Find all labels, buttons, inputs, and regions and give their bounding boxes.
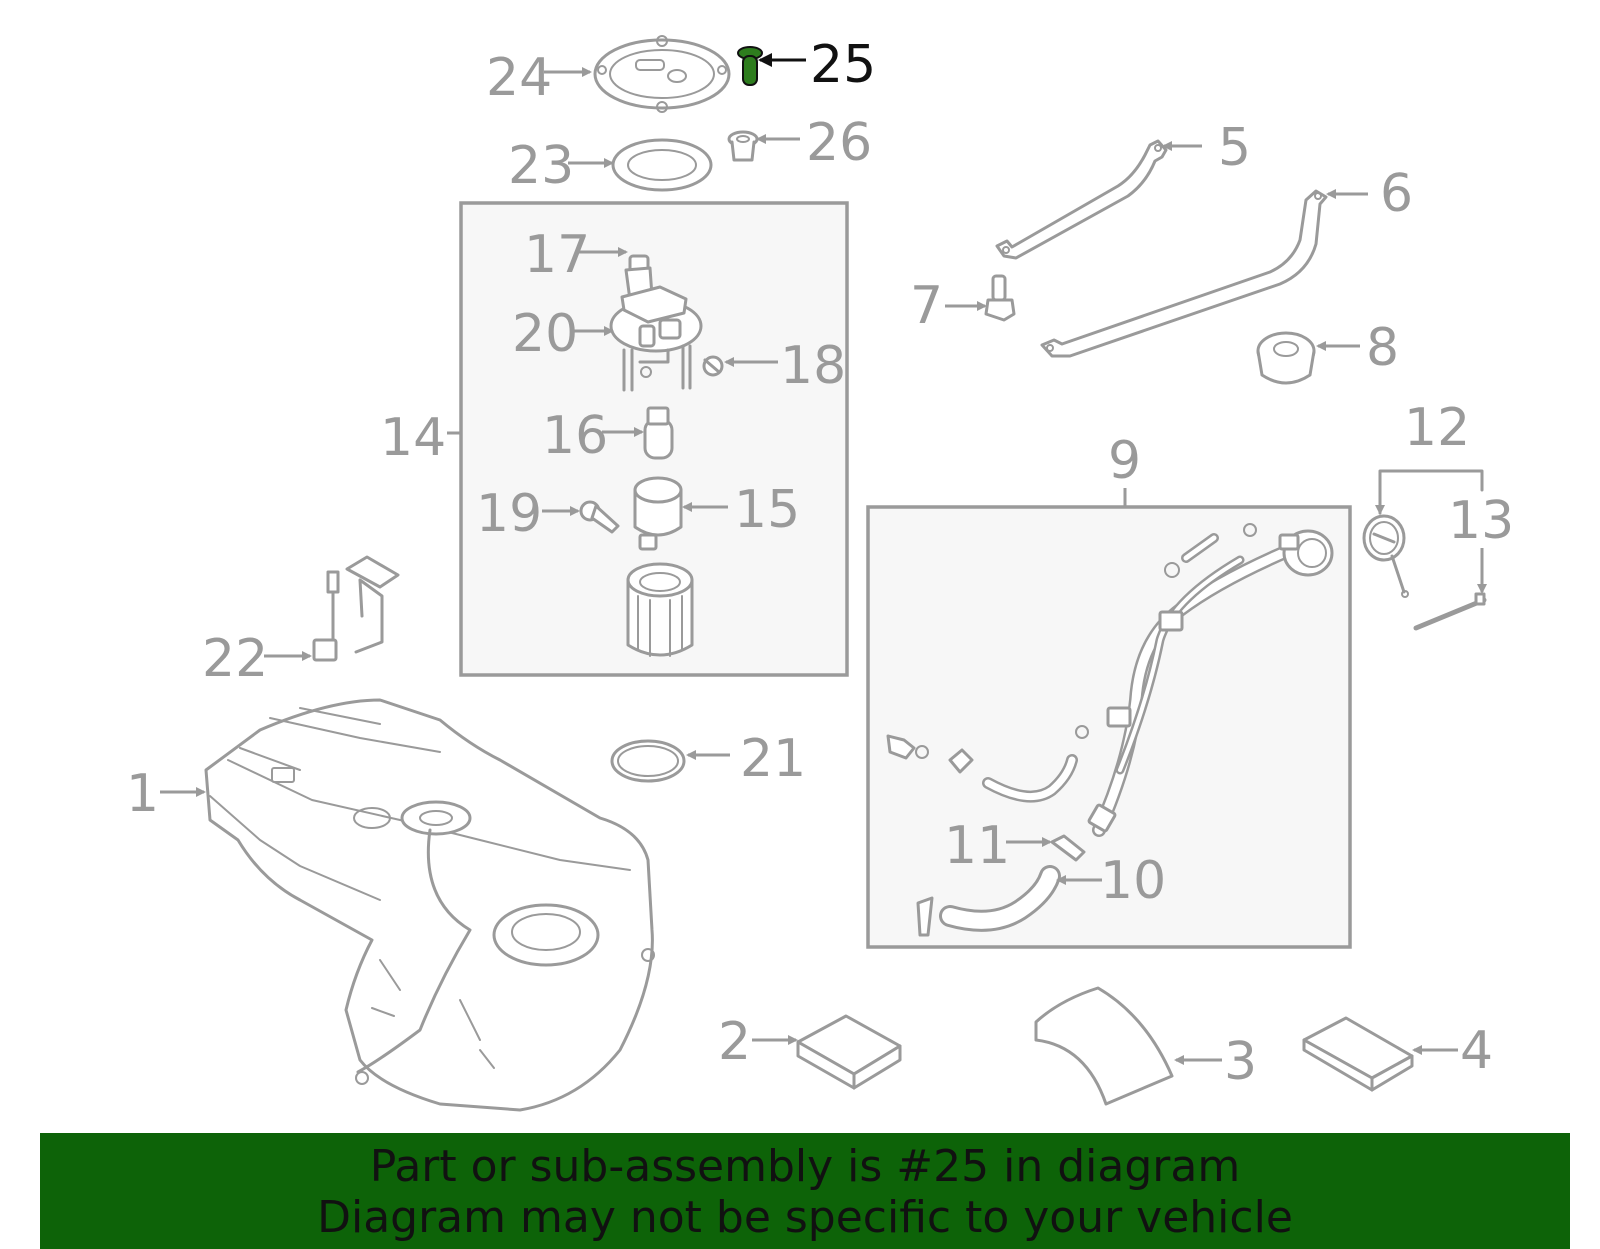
- callout-7: 7: [910, 276, 943, 336]
- callout-24: 24: [486, 48, 552, 108]
- callout-6: 6: [1380, 164, 1413, 224]
- part-7-bolt: [984, 274, 1016, 322]
- vent-hose-lower: [886, 734, 1078, 803]
- part-18-clamp: [702, 355, 724, 377]
- callout-23: 23: [508, 136, 574, 196]
- callout-15: 15: [734, 480, 800, 540]
- callout-11: 11: [944, 816, 1010, 876]
- part-16-fuel-pump: [643, 406, 674, 460]
- part-4-pad: [1302, 1016, 1414, 1092]
- callout-10: 10: [1100, 851, 1166, 911]
- part-1-fuel-tank: [204, 698, 655, 1112]
- part-24-cover-plate: [593, 35, 731, 113]
- callout-3: 3: [1224, 1032, 1257, 1092]
- callout-1: 1: [126, 764, 159, 824]
- callout-13: 13: [1448, 491, 1514, 551]
- callout-18: 18: [780, 336, 846, 396]
- part-25-screw-highlighted: [737, 46, 763, 86]
- banner-line-1: Part or sub-assembly is #25 in diagram: [369, 1141, 1241, 1192]
- vent-hose-upper: [1164, 523, 1257, 578]
- part-6-strap: [1040, 189, 1328, 358]
- callout-22: 22: [202, 629, 268, 689]
- part-23-gasket: [611, 138, 713, 192]
- filler-neck-assembly: [1075, 529, 1334, 837]
- part-11-clip: [1050, 834, 1086, 862]
- part-26-grommet: [727, 130, 759, 162]
- part-22-level-sender: [312, 555, 400, 662]
- callout-20: 20: [512, 304, 578, 364]
- banner-line-2: Diagram may not be specific to your vehi…: [317, 1192, 1293, 1243]
- part-5-strap: [995, 139, 1168, 260]
- callout-17: 17: [524, 225, 590, 285]
- part-13-tether: [1413, 592, 1487, 631]
- part-3-pad: [1034, 986, 1174, 1106]
- part-19-regulator: [579, 500, 620, 534]
- part-8-grommet: [1256, 331, 1316, 385]
- callout-25-highlighted: 25: [810, 35, 876, 95]
- callout-4: 4: [1460, 1021, 1493, 1081]
- callout-26: 26: [806, 113, 872, 173]
- callout-12: 12: [1404, 398, 1470, 458]
- part-10-hose: [916, 865, 1061, 937]
- part-21-oring: [610, 739, 686, 783]
- part-20-pump-flange: [609, 285, 703, 392]
- callout-5: 5: [1218, 118, 1251, 178]
- callout-21: 21: [740, 729, 806, 789]
- callout-16: 16: [542, 406, 608, 466]
- part-2-pad: [796, 1014, 902, 1090]
- info-banner: Part or sub-assembly is #25 in diagram D…: [40, 1133, 1570, 1249]
- callout-19: 19: [476, 484, 542, 544]
- callout-14: 14: [380, 408, 446, 468]
- callout-8: 8: [1366, 318, 1399, 378]
- filter-element: [626, 562, 694, 657]
- part-15-filter-housing: [633, 476, 683, 551]
- leader-arrows: [160, 53, 1487, 1065]
- callout-9: 9: [1108, 431, 1141, 491]
- callout-2: 2: [718, 1012, 751, 1072]
- part-12-fuel-cap: [1362, 514, 1409, 598]
